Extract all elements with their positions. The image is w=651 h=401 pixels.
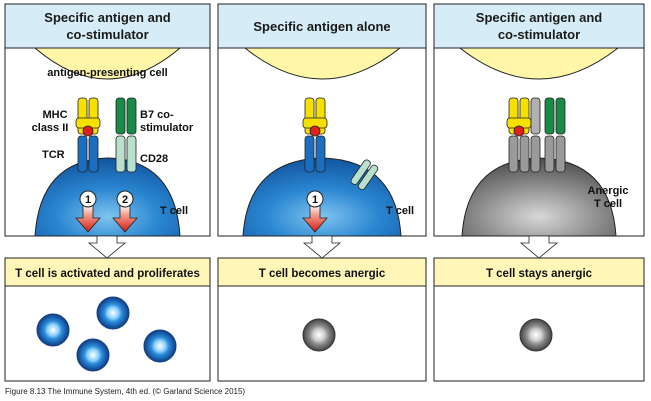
anergic-label-line-1: Anergic (588, 185, 629, 197)
signal-1-label: 1 (312, 194, 318, 206)
panel-1-result-text: T cell is activated and proliferates (15, 268, 200, 280)
tcr-inactive (508, 135, 541, 173)
anergic-t-cell (302, 318, 336, 352)
anergic-t-cell (519, 318, 553, 352)
antigen-presenting-cell (458, 47, 620, 80)
signal-2-arrow: 2 (112, 190, 138, 233)
antigen-peptide-icon (82, 125, 94, 137)
panel-1-result-box (4, 257, 211, 287)
figure-caption: Figure 8.13 The Immune System, 4th ed. (… (5, 387, 245, 396)
mhc-class-ii (302, 97, 328, 135)
b7-costimulator (544, 97, 566, 135)
panel-3-header-line-2: co-stimulator (498, 27, 580, 42)
panel-2-header-line-1: Specific antigen alone (253, 19, 390, 34)
cd28-label: CD28 (140, 153, 168, 165)
panel-1: Specific antigen and co-stimulator antig… (4, 3, 211, 382)
antigen-peptide-icon (513, 125, 525, 137)
mhc-class-ii (506, 97, 541, 135)
b7-label-line-2: stimulator (140, 122, 194, 134)
panel-3: Specific antigen and co-stimulator Anerg… (433, 3, 645, 382)
proliferated-t-cell (76, 338, 110, 372)
apc-label: antigen-presenting cell (47, 67, 167, 79)
t-cell-label: T cell (160, 205, 188, 217)
tcr-label: TCR (42, 149, 65, 161)
panel-1-header-line-1: Specific antigen and (44, 10, 170, 25)
t-cell-label: T cell (386, 205, 414, 217)
panel-2-result-box (217, 257, 427, 287)
arrow-down-icon (87, 235, 127, 259)
proliferated-t-cell (143, 329, 177, 363)
t-cell (34, 157, 181, 237)
cd28-inactive (544, 135, 566, 173)
anergic-label-line-2: T cell (594, 198, 622, 210)
cd28 (350, 159, 379, 191)
b7-label-line-1: B7 co- (140, 109, 174, 121)
signal-1-arrow: 1 (75, 190, 101, 233)
proliferated-t-cell (36, 313, 70, 347)
panel-3-result-text: T cell stays anergic (486, 268, 593, 280)
mhc-label-line-2: class II (32, 122, 69, 134)
panel-1-header-line-2: co-stimulator (66, 27, 148, 42)
mhc-label-line-1: MHC (42, 109, 67, 121)
antigen-presenting-cell (243, 47, 402, 80)
cd28 (115, 135, 137, 173)
arrow-down-icon (302, 235, 342, 259)
tcr (77, 135, 99, 173)
signal-1-label: 1 (85, 194, 91, 206)
signal-1-arrow: 1 (302, 190, 328, 233)
mhc-class-ii (75, 97, 101, 135)
panel-3-header (433, 3, 645, 49)
antigen-presenting-cell (33, 47, 182, 80)
panel-2: Specific antigen alone T cell 1 T cell b… (217, 3, 427, 382)
tcr (304, 135, 326, 173)
panel-1-header (4, 3, 211, 49)
panel-3-result-box (433, 257, 645, 287)
b7-costimulator (115, 97, 137, 135)
signal-2-label: 2 (122, 194, 128, 206)
proliferated-t-cell (96, 296, 130, 330)
panel-2-header (217, 3, 427, 49)
panel-2-result-text: T cell becomes anergic (259, 268, 386, 280)
arrow-down-icon (519, 235, 559, 259)
antigen-peptide-icon (309, 125, 321, 137)
panel-3-header-line-1: Specific antigen and (476, 10, 602, 25)
